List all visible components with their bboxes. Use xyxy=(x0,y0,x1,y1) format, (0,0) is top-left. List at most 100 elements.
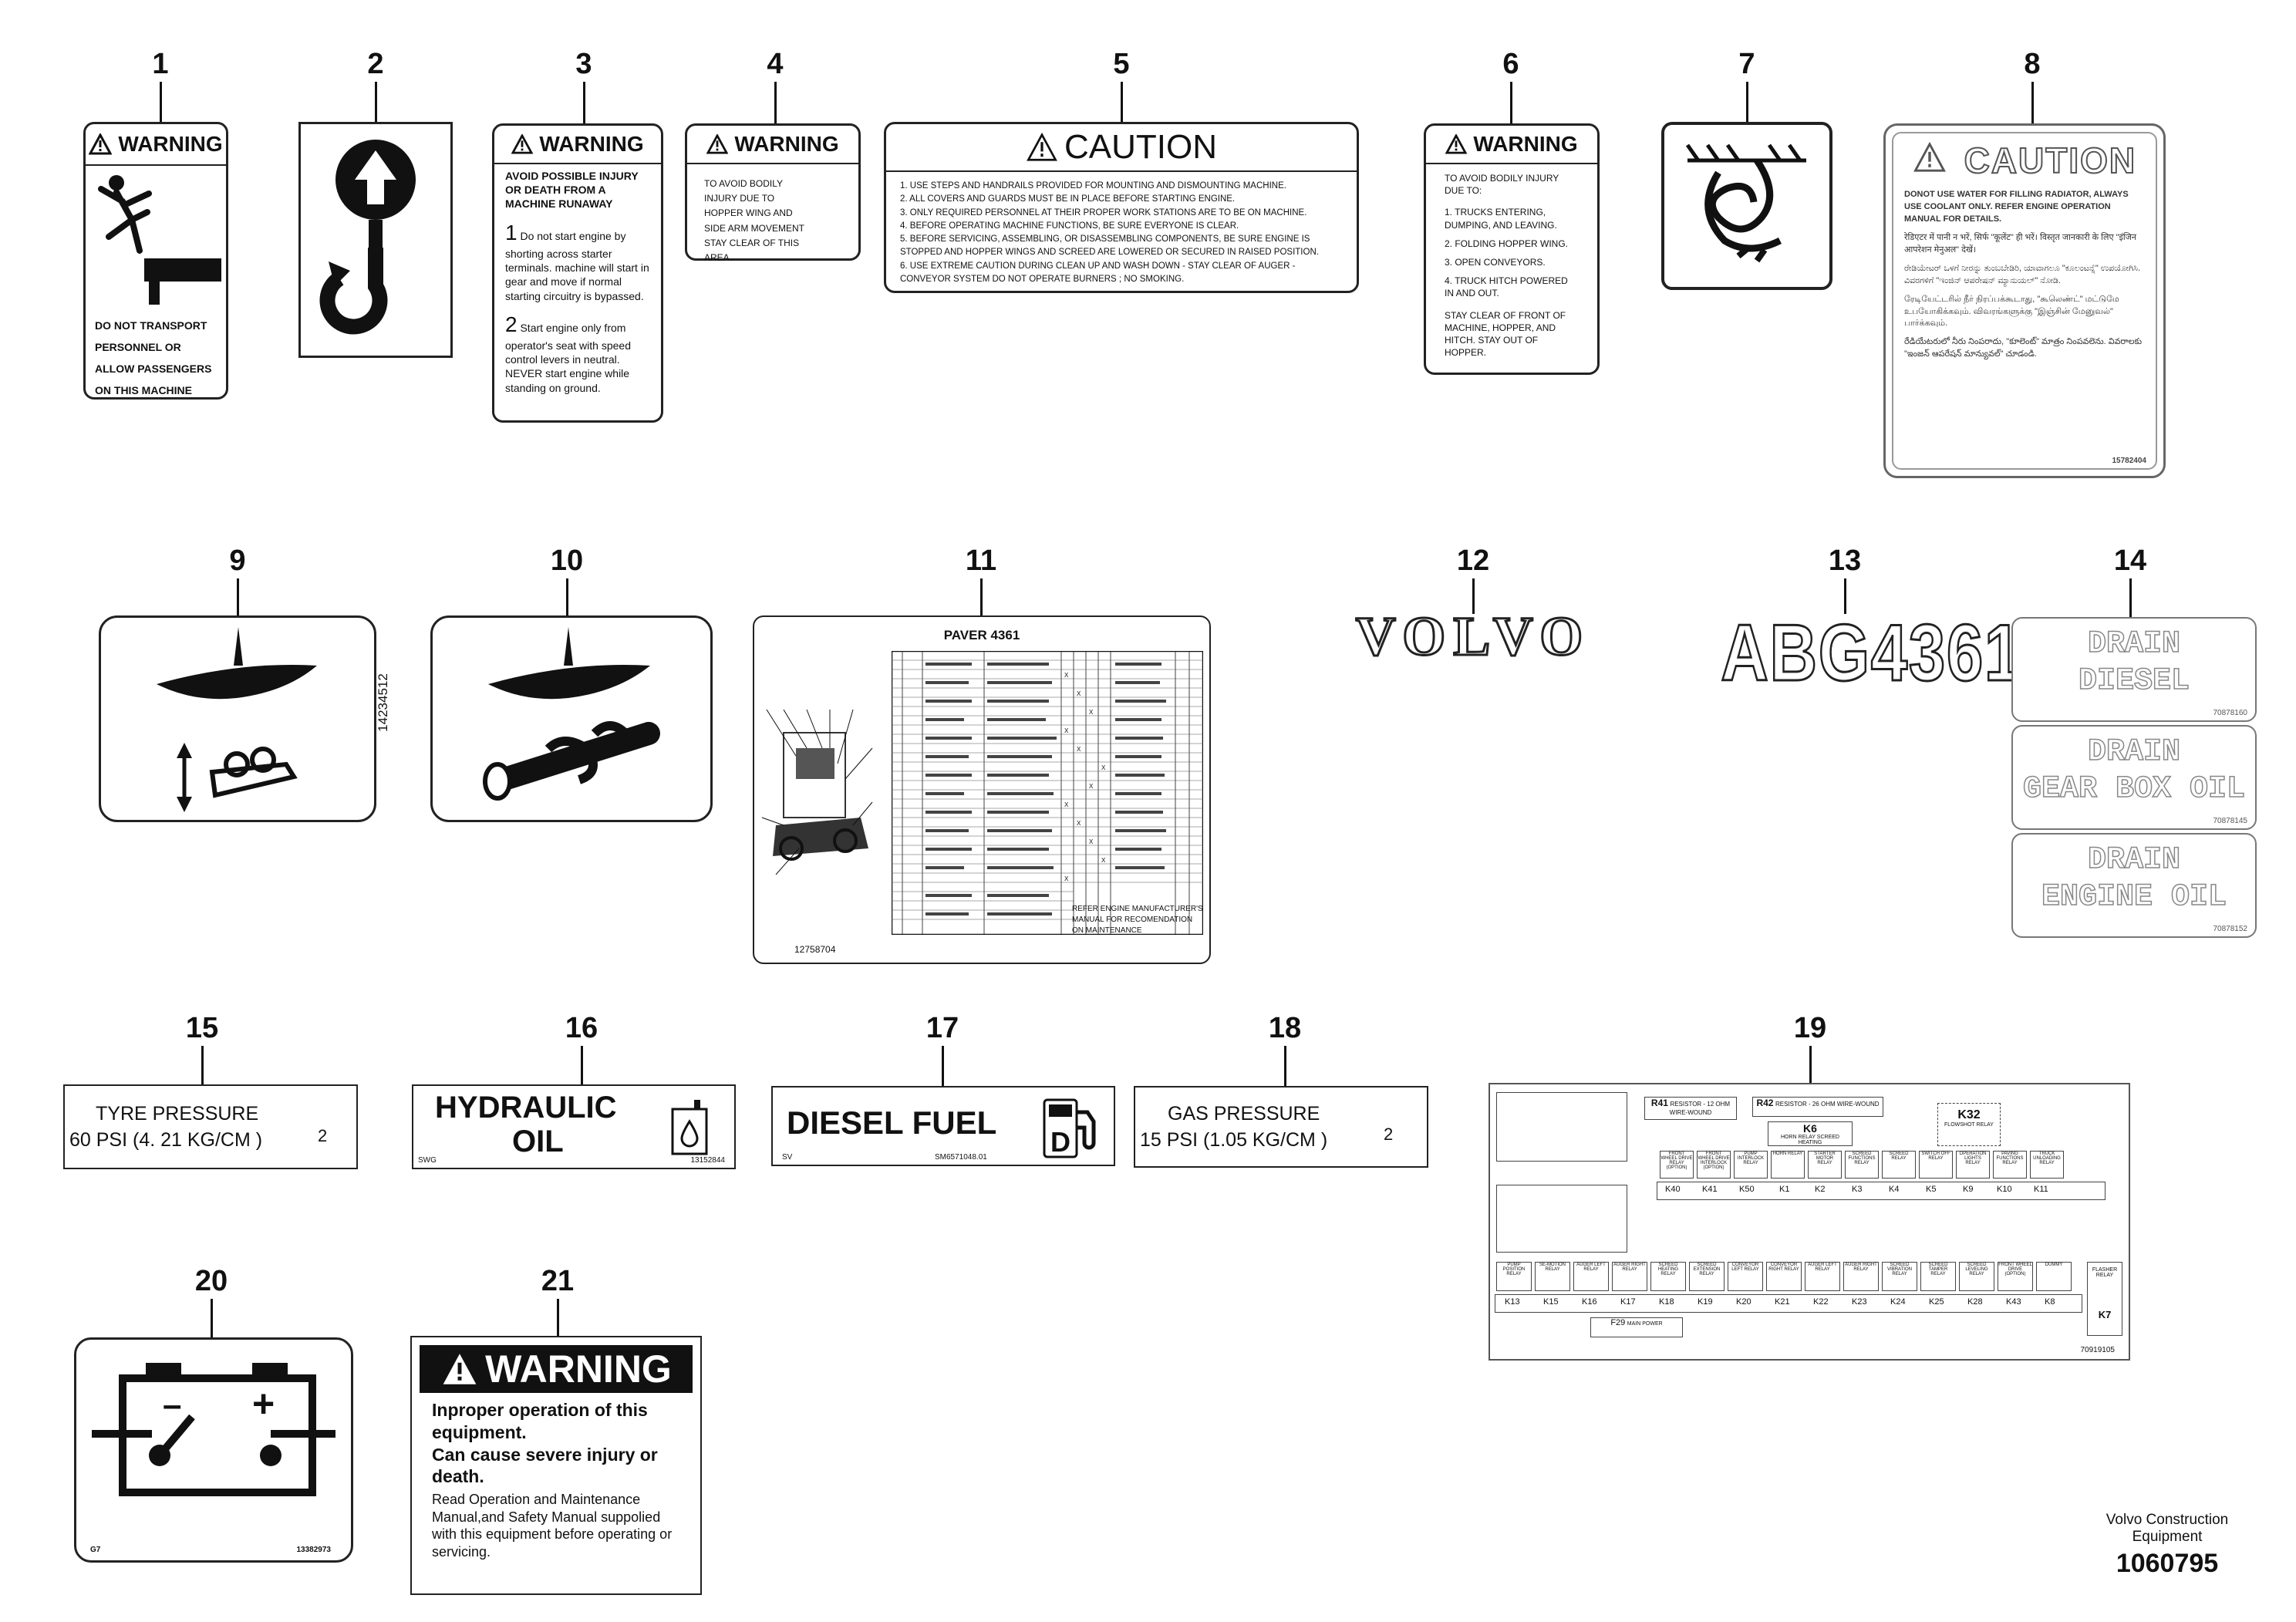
screed-lift-icon xyxy=(157,627,317,812)
leader-line xyxy=(1510,82,1512,123)
warning-triangle-icon xyxy=(1913,142,1946,172)
decal-2-lifting-hook xyxy=(298,122,453,358)
leader-line xyxy=(581,1046,583,1084)
callout-number: 7 xyxy=(1738,48,1755,80)
unit-superscript: 2 xyxy=(318,1126,328,1145)
relay-k7: FLASHER RELAY K7 xyxy=(2087,1262,2122,1336)
decal-19-fuse-relay-layout: R41 RESISTOR - 12 OHM WIRE-WOUND R42 RES… xyxy=(1489,1083,2130,1361)
drain-engine-oil-label: DRAIN ENGINE OIL 70878152 xyxy=(2011,833,2257,938)
decal-16-hydraulic-oil: HYDRAULIC OIL SWG 13152844 xyxy=(412,1084,736,1169)
warning-triangle-icon xyxy=(1027,133,1057,161)
part-number: 70919105 xyxy=(2080,1346,2116,1354)
part-number: 12758704 xyxy=(794,944,836,955)
decal-21-warning-operation: WARNING Inproper operation of this equip… xyxy=(410,1336,702,1595)
callout-number: 4 xyxy=(767,48,784,80)
decal-text: DO NOT TRANSPORT PERSONNEL OR ALLOW PASS… xyxy=(95,319,212,396)
leader-line xyxy=(1472,578,1475,614)
leader-line xyxy=(211,1299,213,1337)
leader-line xyxy=(1284,1046,1286,1086)
svg-text:X: X xyxy=(1077,820,1081,827)
decal-header: WARNING xyxy=(86,124,226,166)
decal-title: GAS PRESSURE xyxy=(1168,1103,1320,1125)
decal-title: DIESEL FUEL xyxy=(787,1104,997,1141)
decal-header: CAUTION xyxy=(1886,140,2163,181)
decal-7-entanglement xyxy=(1661,122,1832,290)
decal-title: PAVER 4361 xyxy=(943,628,1020,642)
pump-letter: D xyxy=(1050,1126,1070,1158)
svg-text:X: X xyxy=(1064,727,1069,734)
part-number: 13382973 xyxy=(296,1546,332,1554)
part-code: G7 xyxy=(90,1546,101,1554)
callout-number: 12 xyxy=(1456,545,1490,577)
decal-text: 1. USE STEPS AND HANDRAILS PROVIDED FOR … xyxy=(900,181,1319,284)
svg-text:X: X xyxy=(1089,709,1094,716)
svg-text:X: X xyxy=(1101,764,1106,771)
leader-line xyxy=(160,82,162,122)
plus-sign: + xyxy=(252,1382,275,1425)
warning-triangle-icon xyxy=(443,1354,477,1384)
leader-line xyxy=(980,578,983,615)
callout-number: 5 xyxy=(1113,48,1130,80)
part-number: 13152844 xyxy=(690,1156,726,1165)
decal-step-2: 2 Start engine only from operator's seat… xyxy=(505,312,631,394)
auger-shaft-icon xyxy=(483,627,660,801)
leader-line xyxy=(2129,578,2132,617)
callout-number: 10 xyxy=(550,545,584,577)
callout-number: 2 xyxy=(367,48,384,80)
decal-13-model-designation: ABG4361 xyxy=(1720,609,2022,698)
callout-number: 18 xyxy=(1268,1012,1302,1044)
bottom-relay-row: K13 K15 K16 K17 K18 K19 K20 K21 K22 K23 … xyxy=(1495,1294,2082,1313)
leader-line xyxy=(1809,1046,1812,1083)
leader-line xyxy=(583,82,585,123)
fuse-block-top xyxy=(1496,1092,1627,1162)
hydraulic-tank-icon xyxy=(671,1100,708,1155)
warning-triangle-icon xyxy=(511,134,534,154)
part-code: SV xyxy=(782,1153,793,1162)
decal-title: TYRE PRESSURE xyxy=(96,1103,259,1125)
decal-11-maintenance-chart: PAVER 4361 xyxy=(753,615,1211,964)
drain-diesel-label: DRAIN DIESEL 70878160 xyxy=(2011,617,2257,722)
bottom-relay-labels: PUMP POSITION RELAY SE-MOTION RELAY AUGE… xyxy=(1496,1262,2082,1291)
callout-number: 8 xyxy=(2024,48,2041,80)
paver-diagram-icon xyxy=(761,709,873,875)
leader-line xyxy=(1746,82,1748,122)
decal-20-battery-disconnect: – + G7 13382973 xyxy=(74,1337,353,1563)
decal-value: 15 PSI (1.05 KG/CM ) xyxy=(1140,1129,1328,1151)
decal-5-caution-general: CAUTION 1. USE STEPS AND HANDRAILS PROVI… xyxy=(884,122,1359,293)
resistor-r42: R42 RESISTOR - 26 OHM WIRE-WOUND xyxy=(1752,1097,1883,1117)
leader-line xyxy=(1844,578,1846,614)
decal-1-warning-no-passengers: WARNING DO NOT TRANSPORT PERSONNEL OR AL… xyxy=(83,122,228,400)
top-relay-labels: FRONT WHEEL DRIVE RELAY (OPTION) FRONT W… xyxy=(1660,1151,2122,1179)
illustration-reference: 1060795 xyxy=(2116,1549,2219,1578)
decal-12-volvo-logo: VOLVO xyxy=(1354,605,1591,667)
svg-text:X: X xyxy=(1089,838,1094,845)
decal-title: AVOID POSSIBLE INJURY OR DEATH FROM A MA… xyxy=(505,170,639,211)
part-number: 15782404 xyxy=(2112,457,2147,465)
callout-number: 9 xyxy=(229,545,246,577)
footer-credit: Volvo Construction Equipment 1060795 xyxy=(2075,1512,2260,1579)
leader-line xyxy=(1121,82,1123,122)
callout-number: 16 xyxy=(565,1012,598,1044)
part-number: 70878152 xyxy=(2213,925,2248,933)
decal-title: HYDRAULIC xyxy=(435,1091,617,1125)
decal-header: CAUTION xyxy=(886,124,1357,172)
callout-number: 14 xyxy=(2113,545,2147,577)
callout-number: 3 xyxy=(575,48,592,80)
fuel-pump-icon xyxy=(1043,1098,1096,1158)
callout-number: 20 xyxy=(194,1265,228,1297)
part-number: SM6571048.01 xyxy=(935,1153,987,1162)
relay-k6: K6 HORN RELAY SCREED HEATING xyxy=(1768,1121,1853,1146)
callout-number: 13 xyxy=(1828,545,1862,577)
part-number: 70878160 xyxy=(2213,709,2248,717)
shaft-entanglement-icon xyxy=(1685,143,1806,263)
fuse-f29: F29 MAIN POWER xyxy=(1590,1317,1683,1337)
decal-4-warning-hopper-wing: WARNING TO AVOID BODILY INJURY DUE TO HO… xyxy=(685,123,861,263)
svg-text:X: X xyxy=(1101,857,1106,864)
decal-value: 60 PSI (4. 21 KG/CM ) xyxy=(69,1129,263,1151)
part-number: 70878145 xyxy=(2213,817,2248,825)
callout-number: 19 xyxy=(1793,1012,1827,1044)
leader-line xyxy=(375,82,377,122)
decal-header: WARNING xyxy=(494,126,661,164)
minus-sign: – xyxy=(163,1386,182,1424)
